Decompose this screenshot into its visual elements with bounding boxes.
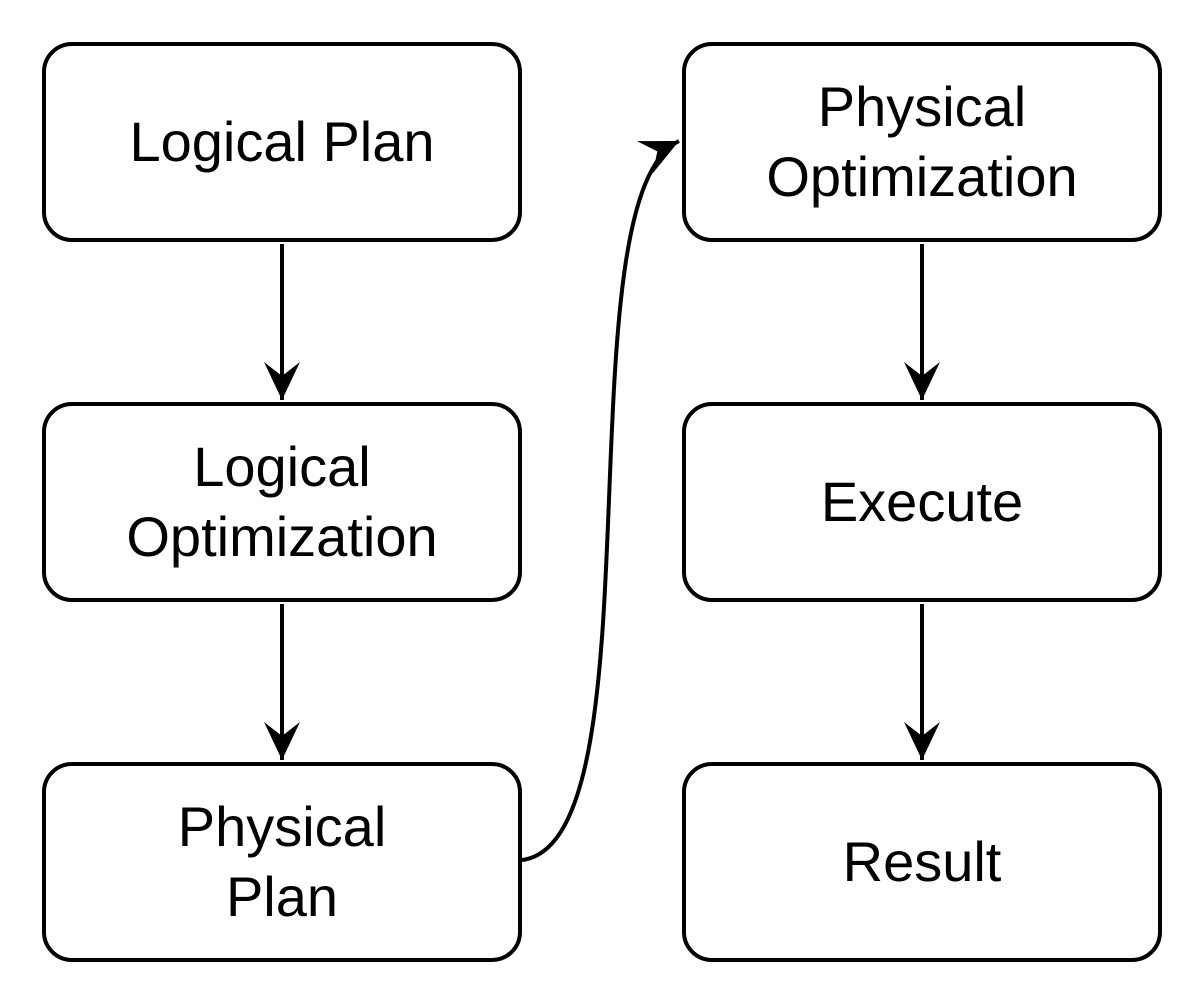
- node-label: Physical Optimization: [766, 75, 1078, 208]
- node-label: Result: [842, 830, 1002, 893]
- node-physical-optimization: Physical Optimization: [682, 42, 1162, 242]
- node-label: Execute: [820, 470, 1024, 533]
- node-label: Logical Plan: [129, 110, 435, 173]
- node-label: Logical Optimization: [126, 435, 438, 568]
- node-label: Physical Plan: [177, 795, 387, 928]
- node-result: Result: [682, 762, 1162, 962]
- node-logical-plan: Logical Plan: [42, 42, 522, 242]
- node-execute: Execute: [682, 402, 1162, 602]
- node-logical-optimization: Logical Optimization: [42, 402, 522, 602]
- node-physical-plan: Physical Plan: [42, 762, 522, 962]
- edge-physical-plan-to-physical-optimization: [521, 139, 680, 862]
